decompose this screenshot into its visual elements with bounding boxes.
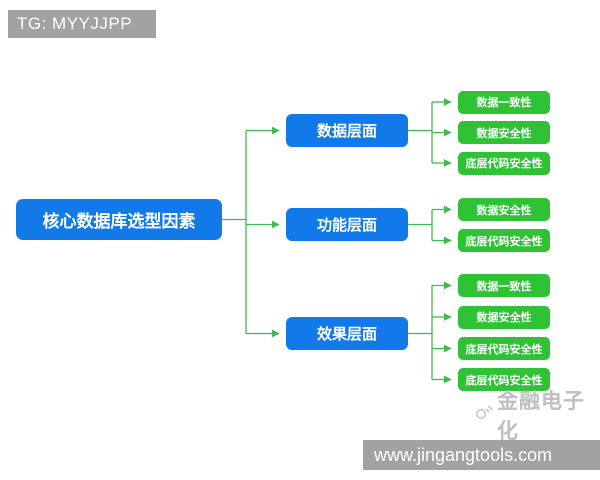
leaf-node-data-consistency-1: 数据一致性 xyxy=(458,90,550,114)
leaf-node-code-security-2: 底层代码安全性 xyxy=(458,229,550,252)
leaf-node-data-security-1: 数据安全性 xyxy=(458,121,550,144)
leaf-node-data-security-2: 数据安全性 xyxy=(458,198,550,221)
branch-node-function-layer: 功能层面 xyxy=(286,208,408,241)
broadcast-hand-icon xyxy=(474,403,494,427)
root-node-core-db-factors: 核心数据库选型因素 xyxy=(16,199,222,240)
branch-node-data-layer: 数据层面 xyxy=(286,114,408,147)
tg-badge: TG: MYYJJPP xyxy=(8,10,156,38)
leaf-node-code-security-3b: 底层代码安全性 xyxy=(458,368,550,391)
watermark: 金融电子化 xyxy=(474,385,600,445)
leaf-node-data-consistency-3: 数据一致性 xyxy=(458,274,550,297)
footer-url-bar: www.jingangtools.com xyxy=(363,440,600,470)
leaf-node-code-security-3a: 底层代码安全性 xyxy=(458,337,550,360)
branch-node-effect-layer: 效果层面 xyxy=(286,317,408,350)
leaf-node-code-security-1: 底层代码安全性 xyxy=(458,151,550,175)
watermark-text: 金融电子化 xyxy=(497,390,585,443)
leaf-node-data-security-3: 数据安全性 xyxy=(458,305,550,329)
